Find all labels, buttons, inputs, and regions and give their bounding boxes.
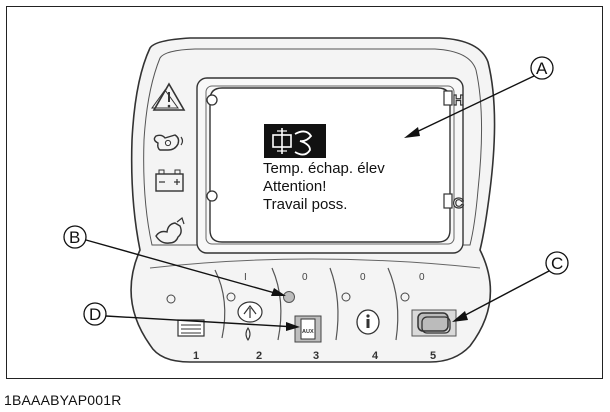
svg-text:C: C [551, 254, 563, 273]
button-2[interactable]: 2 [237, 301, 263, 362]
side-mark-h: H [453, 92, 464, 109]
engine-speed-icon [155, 216, 185, 244]
button-5[interactable]: 5 [411, 309, 457, 362]
lcd-screw-bottom [206, 190, 218, 202]
callout-a: A [404, 56, 554, 138]
indicator-led-b [283, 291, 295, 303]
button-2-number: 2 [256, 350, 262, 362]
menu-icon [177, 319, 205, 337]
svg-text:D: D [89, 305, 101, 324]
side-mark-h-box [443, 90, 453, 106]
button-3-number: 3 [313, 350, 319, 362]
svg-text:I: I [244, 272, 247, 283]
lcd-screw-top [206, 94, 218, 106]
button-3[interactable]: AUX 3 [294, 315, 322, 362]
svg-text:0: 0 [419, 272, 425, 283]
side-mark-c-box [443, 193, 453, 209]
callout-c: C [452, 251, 569, 322]
warning-triangle-icon [151, 82, 186, 111]
button-row-base [149, 258, 481, 269]
regeneration-inhibit-icon [300, 318, 316, 340]
button-5-number: 5 [430, 350, 436, 362]
lcd-inner-bezel [205, 85, 455, 245]
oil-pressure-icon [153, 134, 184, 151]
panel-inner-outline [143, 48, 483, 246]
lcd-line-1: Temp. échap. élev [263, 160, 385, 177]
battery-charge-icon [155, 169, 184, 192]
svg-text:0: 0 [302, 272, 308, 283]
button-4[interactable]: 4 [356, 309, 380, 362]
side-mark-c: C [453, 195, 464, 212]
svg-text:0: 0 [360, 272, 366, 283]
button-1-number: 1 [193, 350, 199, 362]
button-4-number: 4 [372, 350, 379, 362]
regeneration-icon [243, 305, 257, 318]
lcd-line-3: Travail poss. [263, 196, 348, 213]
button-1[interactable]: 1 [177, 319, 205, 362]
svg-text:A: A [536, 59, 548, 78]
svg-text:B: B [69, 228, 80, 247]
callout-b: B [63, 225, 286, 296]
lcd-line-2: Attention! [263, 178, 327, 195]
exhaust-temp-icon [264, 124, 326, 158]
button-3-icon-text: AUX [302, 329, 314, 335]
figure-code: 1BAAABYAP001R [4, 392, 122, 408]
callout-d: D [83, 302, 300, 331]
